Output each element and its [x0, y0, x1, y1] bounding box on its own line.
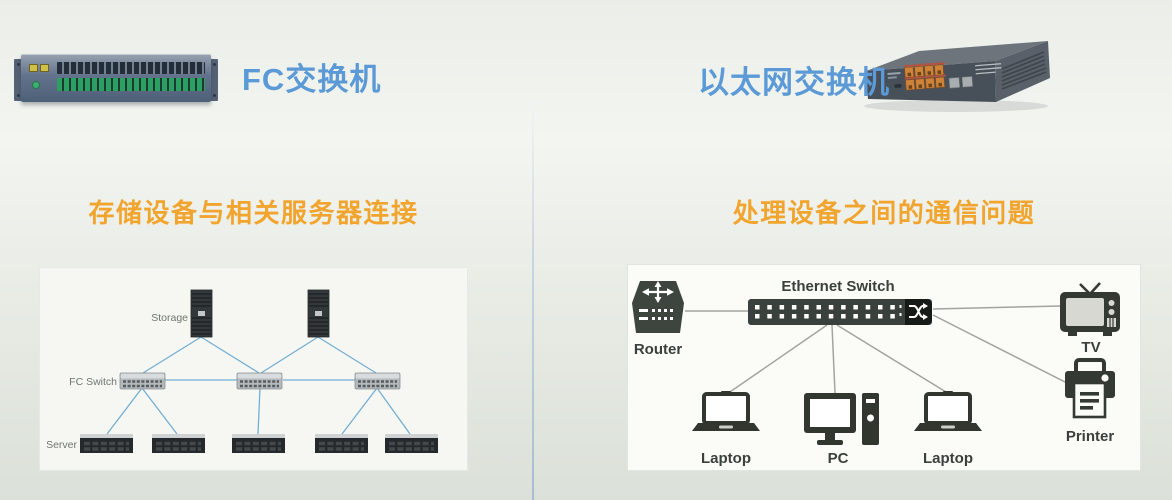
tv-icon [1060, 282, 1120, 336]
ethernet-switch-photo [864, 41, 1050, 112]
ethernet-switch-icon [748, 299, 932, 325]
ethernet-ports [887, 61, 1002, 91]
server-node-1 [80, 434, 133, 453]
pc-icon [804, 393, 879, 445]
router-label: Router [634, 341, 682, 358]
san-links [106, 336, 411, 435]
lan-links [685, 305, 1068, 395]
laptop-icon-2 [914, 391, 982, 431]
laptop1-label: Laptop [701, 450, 751, 467]
server-node-4 [315, 434, 368, 453]
fc-switch-led [32, 81, 40, 89]
san-topology-diagram: Storage FC Switch Server [46, 289, 438, 453]
lan-topology-diagram: Router [632, 278, 1120, 467]
pc-label: PC [828, 450, 849, 467]
storage-tower-1 [190, 289, 213, 338]
rack-ear-right [210, 59, 218, 101]
fc-switch-node-2 [236, 372, 283, 390]
fc-switch-mgmt-ports [29, 64, 49, 72]
storage-label: Storage [151, 312, 188, 324]
ethernet-switch-title: 以太网交换机 [698, 65, 890, 100]
fc-switch-photo [14, 50, 218, 108]
laptop2-label: Laptop [923, 450, 973, 467]
server-label: Server [46, 439, 77, 451]
vent-slats [1001, 51, 1047, 90]
ethernet-switch-label: Ethernet Switch [781, 278, 894, 295]
laptop-icon-1 [692, 391, 760, 431]
lan-topology-panel: Router [628, 265, 1140, 470]
server-node-2 [152, 434, 205, 453]
fc-switch-port-row-bottom [57, 78, 205, 91]
crossover-arrows-icon [909, 303, 928, 320]
fc-switch-port-row-top [57, 62, 205, 74]
router-icon [632, 281, 684, 333]
rack-ear-left [14, 59, 22, 101]
san-topology-panel: Storage FC Switch Server [40, 268, 467, 470]
vertical-divider [532, 100, 534, 500]
fc-headline: 存储设备与相关服务器连接 [88, 198, 419, 228]
fc-switch-node-3 [354, 372, 401, 390]
ethernet-headline: 处理设备之间的通信问题 [732, 198, 1036, 228]
storage-tower-2 [307, 289, 330, 338]
printer-icon [1065, 358, 1115, 419]
tv-label: TV [1081, 339, 1100, 356]
server-node-3 [232, 434, 285, 453]
server-node-5 [385, 434, 438, 453]
fc-switch-node-1 [119, 372, 166, 390]
fc-switch-title: FC交换机 [242, 62, 382, 97]
fc-switch-chassis [21, 54, 211, 102]
printer-label: Printer [1066, 428, 1115, 445]
fc-switch-label: FC Switch [69, 376, 117, 388]
